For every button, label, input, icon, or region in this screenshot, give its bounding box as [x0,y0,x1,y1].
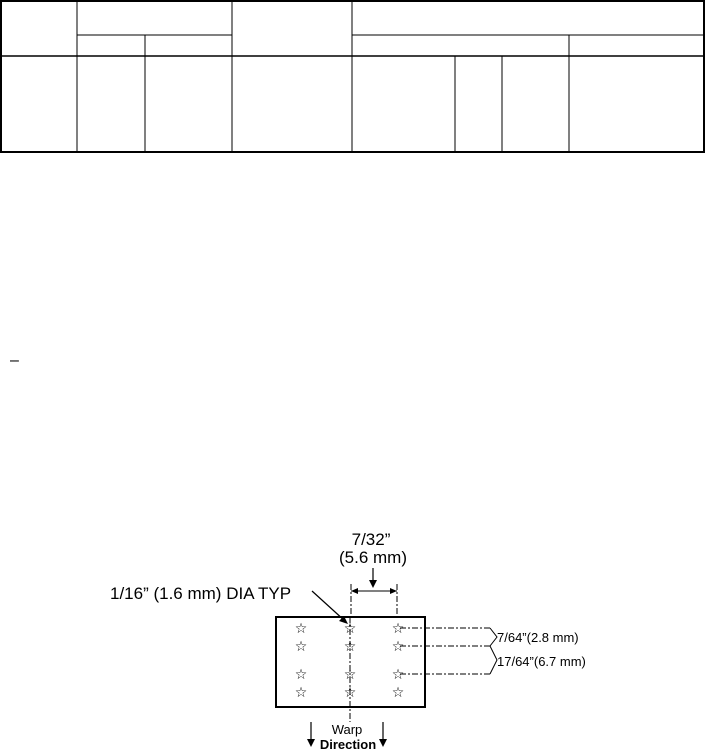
hole-pattern-figure: 7/32” (5.6 mm) 1/16” (1.6 mm) DIA TYP 7/… [110,530,586,750]
hole-star-icon: ☆ [295,620,308,636]
arrow-right-icon [390,588,397,594]
hole-star-icon: ☆ [344,684,357,700]
hole-star-icon: ☆ [344,620,357,636]
hole-star-icon: ☆ [392,684,405,700]
arrow-down-icon [307,739,315,747]
hole-star-icon: ☆ [295,684,308,700]
dimension-top-mm: (5.6 mm) [339,548,407,567]
arrow-down-icon [379,739,387,747]
hole-star-icon: ☆ [295,666,308,682]
hole-star-icon: ☆ [392,666,405,682]
stray-mark: – [10,352,19,369]
arrow-left-icon [351,588,358,594]
dimension-bracket-2 [489,645,498,675]
direction-label: Direction [320,737,376,750]
arrow-down-icon [369,580,377,588]
hole-diameter-callout: 1/16” (1.6 mm) DIA TYP [110,584,291,603]
arrow-pointer-icon [339,616,348,624]
warp-label: Warp [332,722,363,737]
dimension-right-1: 7/64”(2.8 mm) [497,630,579,645]
empty-table [0,0,705,153]
dimension-right-2: 17/64”(6.7 mm) [497,654,586,669]
dimension-bracket-1 [489,627,498,647]
hole-star-icon: ☆ [344,666,357,682]
hole-star-icon: ☆ [295,638,308,654]
hole-star-icon: ☆ [344,638,357,654]
hole-star-icon: ☆ [392,620,405,636]
dimension-top-inch: 7/32” [352,530,391,549]
hole-star-icon: ☆ [392,638,405,654]
